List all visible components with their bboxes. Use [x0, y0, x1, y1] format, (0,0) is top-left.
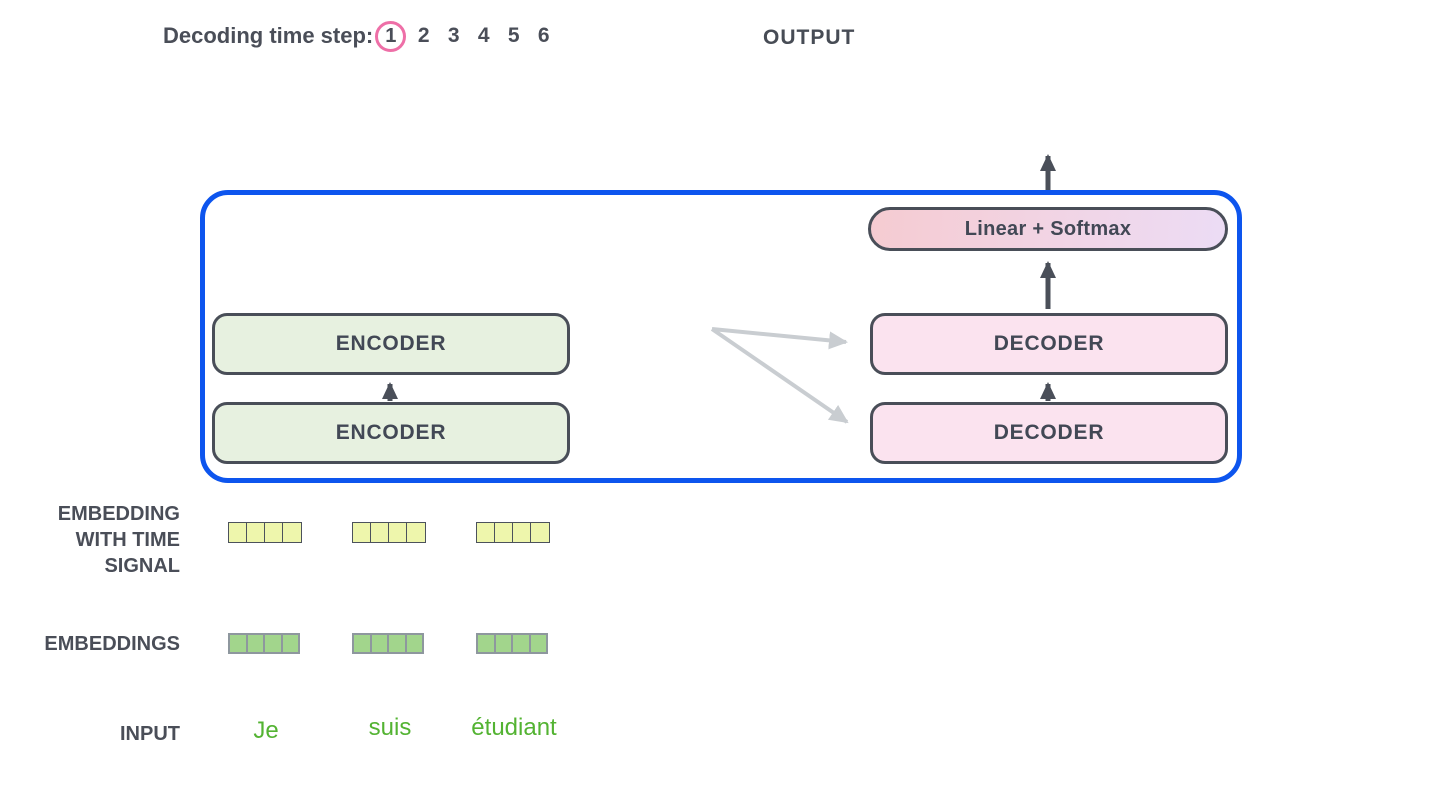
- embedding-label-line-3: SIGNAL: [104, 555, 180, 577]
- embedding-with-time-signal-label: EMBEDDING WITH TIME SIGNAL: [0, 501, 180, 579]
- decoder-bottom-box: DECODER: [870, 402, 1228, 464]
- embedding-cell: [512, 522, 532, 543]
- decoder-top-box: DECODER: [870, 313, 1228, 375]
- embedding-cell: [404, 633, 424, 654]
- embeddings-label: EMBEDDINGS: [44, 633, 180, 655]
- embedding-cell: [352, 522, 372, 543]
- time-signal-cells-token-3: [476, 522, 550, 543]
- embedding-cell: [228, 522, 248, 543]
- embedding-label-line-2: WITH TIME: [75, 529, 180, 551]
- embedding-cell: [494, 522, 514, 543]
- time-signal-cells-token-1: [228, 522, 302, 543]
- embedding-cell: [388, 522, 408, 543]
- embedding-label-line-1: EMBEDDING: [57, 503, 180, 525]
- output-label: OUTPUT: [763, 26, 856, 49]
- input-token-etudiant: étudiant: [471, 714, 557, 741]
- input-token-je: Je: [253, 717, 279, 744]
- embedding-cell: [370, 522, 390, 543]
- embedding-cell: [280, 633, 300, 654]
- embedding-cells-token-1: [228, 633, 300, 654]
- embedding-cell: [476, 522, 496, 543]
- step-3[interactable]: 3: [447, 24, 460, 47]
- encoder-top-box: ENCODER: [212, 313, 570, 375]
- time-signal-cells-token-2: [352, 522, 426, 543]
- model-frame: [200, 190, 1242, 483]
- embedding-cells-token-2: [352, 633, 424, 654]
- encoder-bottom-box: ENCODER: [212, 402, 570, 464]
- embedding-cell: [264, 522, 284, 543]
- decoding-time-step-label: Decoding time step:: [163, 23, 374, 48]
- linear-softmax-box: Linear + Softmax: [868, 207, 1228, 251]
- step-4[interactable]: 4: [477, 24, 490, 47]
- step-2[interactable]: 2: [417, 24, 430, 47]
- step-1-active[interactable]: 1: [375, 20, 407, 52]
- input-label: INPUT: [120, 723, 180, 745]
- step-6[interactable]: 6: [537, 24, 550, 47]
- input-token-suis: suis: [368, 714, 412, 741]
- decoding-time-step-row: Decoding time step: 1 2 3 4 5 6: [163, 20, 566, 52]
- embedding-cell: [246, 522, 266, 543]
- embedding-cell: [530, 522, 550, 543]
- embedding-cell: [406, 522, 426, 543]
- step-5[interactable]: 5: [507, 24, 520, 47]
- embedding-cell: [282, 522, 302, 543]
- embedding-cell: [528, 633, 548, 654]
- embedding-cells-token-3: [476, 633, 548, 654]
